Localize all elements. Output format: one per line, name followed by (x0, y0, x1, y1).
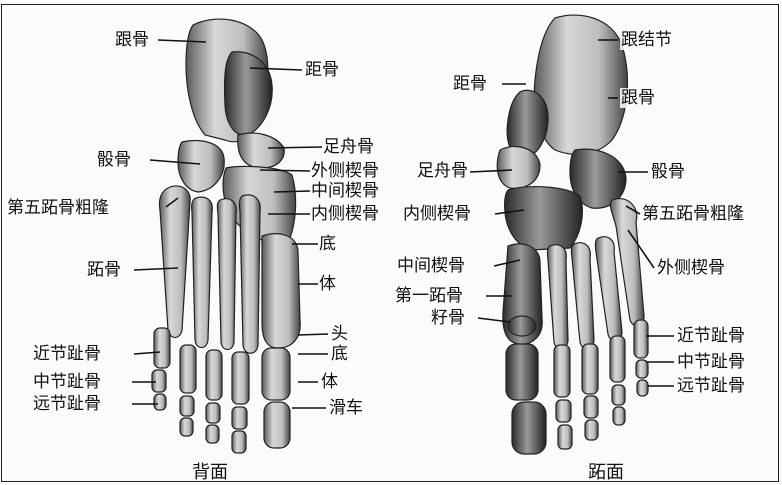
dorsal-label-talus: 距骨 (304, 60, 340, 80)
plantar-label-lateral-cuneiform: 外侧楔骨 (656, 258, 726, 278)
plantar-label-fifth-metatarsal-tuberosity: 第五跖骨粗隆 (641, 204, 745, 224)
plantar-phalanx-3c (585, 420, 598, 440)
plantar-phalanx-3a (582, 344, 598, 394)
dorsal-caption: 背面 (192, 458, 228, 484)
plantar-phalanx-2a (554, 345, 570, 397)
plantar-label-proximal-phalanx: 近节趾骨 (676, 326, 746, 346)
dorsal-phalanx-4b (180, 396, 194, 416)
plantar-calcaneus (534, 15, 627, 154)
dorsal-phalanx-5c (154, 394, 166, 410)
dorsal-phalanx-3b (206, 403, 220, 423)
dorsal-phalanx-2b (232, 407, 247, 429)
plantar-label-middle-phalanx: 中节趾骨 (676, 352, 746, 372)
plantar-label-distal-phalanx: 远节趾骨 (676, 376, 746, 396)
plantar-label-navicular: 足舟骨 (416, 161, 469, 181)
plantar-metatarsal-3 (571, 243, 594, 349)
dorsal-phalanx-5b (152, 370, 166, 392)
dorsal-phalanx-2c (232, 431, 246, 453)
dorsal-label-proximal-phalanx: 近节趾骨 (32, 344, 102, 364)
plantar-label-calcaneal-tuberosity: 跟结节 (620, 30, 673, 50)
dorsal-phalanx-3c (206, 425, 219, 443)
plantar-label-first-metatarsal: 第一跖骨 (394, 286, 464, 306)
plantar-cuneiforms (505, 187, 583, 250)
plantar-phalanx-4c (613, 407, 625, 425)
plantar-label-calcaneus: 跟骨 (620, 88, 656, 108)
dorsal-label-head: 头 (330, 324, 349, 344)
plantar-phalanx-5c (637, 380, 648, 396)
plantar-phalanx-4a (610, 336, 625, 382)
dorsal-phalanx-3a (206, 350, 222, 400)
plantar-caption: 跖面 (588, 458, 624, 484)
dorsal-metatarsal-1 (262, 234, 300, 348)
plantar-navicular (497, 146, 540, 188)
dorsal-phalanx-4c (180, 418, 193, 436)
plantar-phalanx-3b (584, 396, 598, 418)
dorsal-label-navicular: 足舟骨 (322, 137, 375, 157)
plantar-metatarsal-2 (547, 245, 568, 349)
dorsal-label-base-1: 底 (318, 234, 337, 254)
plantar-label-sesamoid: 籽骨 (430, 308, 466, 328)
dorsal-metatarsal-5 (159, 186, 190, 338)
dorsal-metatarsal-3 (217, 199, 236, 350)
dorsal-phalanx-5a (154, 328, 170, 368)
dorsal-metatarsal-2 (239, 195, 260, 353)
dorsal-phalanx-1b (264, 402, 290, 448)
dorsal-label-cuboid: 骰骨 (96, 150, 132, 170)
dorsal-label-middle-phalanx: 中节趾骨 (32, 372, 102, 392)
plantar-phalanx-2c (558, 425, 572, 449)
plantar-sesamoid (508, 316, 536, 336)
dorsal-label-intermediate-cuneiform: 中间楔骨 (310, 181, 380, 201)
dorsal-label-trochlea: 滑车 (328, 398, 364, 418)
dorsal-phalanx-2a (232, 352, 249, 404)
dorsal-phalanx-1a (262, 348, 290, 400)
plantar-label-intermediate-cuneiform: 中间楔骨 (396, 256, 466, 276)
plantar-label-talus: 距骨 (452, 74, 488, 94)
dorsal-label-base-2: 底 (330, 344, 349, 364)
dorsal-label-metatarsals: 跖骨 (86, 260, 122, 280)
plantar-phalanx-5a (634, 320, 648, 358)
plantar-foot-drawing (497, 15, 648, 454)
dorsal-navicular (238, 133, 285, 168)
plantar-phalanx-4b (612, 385, 625, 405)
plantar-label-cuboid: 骰骨 (650, 162, 686, 182)
dorsal-label-lateral-cuneiform: 外侧楔骨 (310, 161, 380, 181)
plantar-phalanx-1b (512, 402, 546, 454)
dorsal-foot-drawing (152, 19, 300, 453)
dorsal-label-distal-phalanx: 远节趾骨 (32, 394, 102, 414)
dorsal-phalanx-4a (180, 345, 196, 393)
plantar-phalanx-2b (556, 400, 571, 422)
dorsal-metatarsal-4 (192, 197, 213, 347)
dorsal-label-body-2: 体 (320, 372, 339, 392)
dorsal-label-fifth-metatarsal-tuberosity: 第五跖骨粗隆 (6, 198, 110, 218)
dorsal-label-calcaneus: 跟骨 (114, 30, 150, 50)
plantar-metatarsal-4 (595, 237, 622, 341)
dorsal-label-body-1: 体 (318, 274, 337, 294)
plantar-phalanx-1a (506, 344, 538, 400)
dorsal-cuboid (178, 141, 224, 192)
dorsal-label-medial-cuneiform: 内侧楔骨 (310, 204, 380, 224)
plantar-label-medial-cuneiform: 内侧楔骨 (402, 204, 472, 224)
